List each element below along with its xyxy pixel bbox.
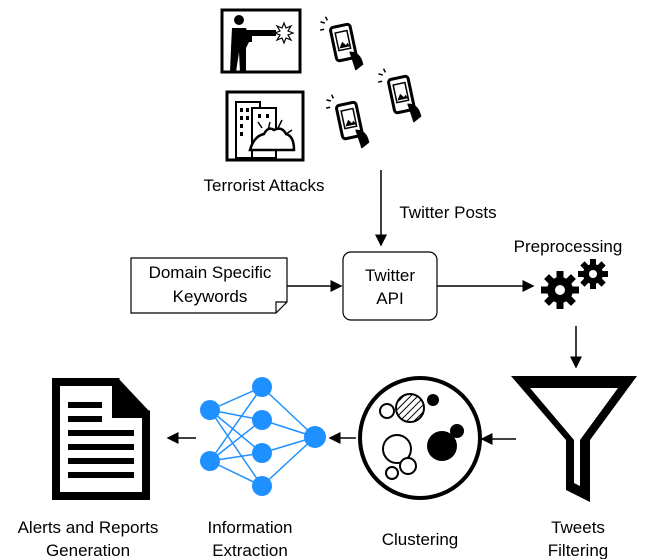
gears-icon bbox=[541, 259, 608, 309]
alerts-label-line1: Alerts and Reports bbox=[18, 518, 159, 537]
information-label-line1: Information bbox=[207, 518, 292, 537]
tweets-label-line2: Filtering bbox=[548, 541, 608, 559]
terrorist-attacks-label: Terrorist Attacks bbox=[204, 176, 325, 195]
keywords-label-line1: Domain Specific bbox=[149, 263, 272, 282]
tweets-label-line1: Tweets bbox=[551, 518, 605, 537]
funnel-icon bbox=[511, 376, 637, 502]
twitter-api-label-line1: Twitter bbox=[365, 266, 415, 285]
shooter-icon bbox=[220, 8, 302, 74]
keywords-document: Domain Specific Keywords bbox=[130, 257, 288, 314]
clustering-label: Clustering bbox=[382, 530, 459, 549]
document-icon bbox=[52, 378, 150, 500]
explosion-building-icon bbox=[225, 90, 305, 162]
information-label-line2: Extraction bbox=[212, 541, 288, 559]
neural-network-icon bbox=[200, 377, 326, 496]
twitter-posts-label: Twitter Posts bbox=[399, 203, 496, 222]
cluster-circle-icon bbox=[358, 376, 482, 500]
keywords-label-line2: Keywords bbox=[173, 287, 248, 306]
preprocessing-label: Preprocessing bbox=[514, 237, 623, 256]
phone-camera-icon bbox=[320, 16, 422, 149]
alerts-label-line2: Generation bbox=[46, 541, 130, 559]
twitter-api-box: Twitter API bbox=[342, 251, 438, 321]
twitter-api-label-line2: API bbox=[376, 289, 403, 308]
